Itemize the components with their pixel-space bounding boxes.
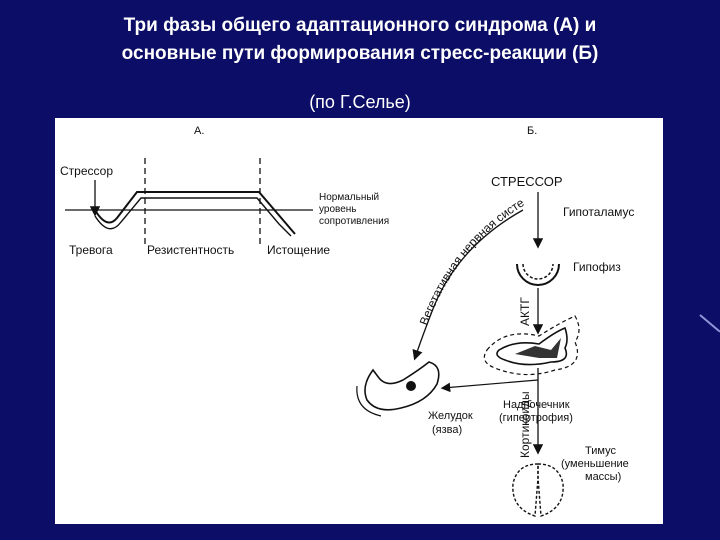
phase-alarm-label: Тревога bbox=[69, 243, 113, 257]
resistance-curve-inner bbox=[94, 197, 292, 237]
resistance-curve-outer bbox=[94, 191, 296, 235]
pituitary-label: Гипофиз bbox=[573, 260, 621, 274]
stressor-label-a: Стрессор bbox=[60, 164, 113, 178]
corticoids-label: Кортикоиды bbox=[518, 391, 532, 458]
slide-title: Три фазы общего адаптационного синдрома … bbox=[0, 12, 720, 68]
adrenal-gland bbox=[483, 315, 580, 376]
corner-accent-line bbox=[699, 314, 720, 333]
adrenal-label-1: Надпочечник bbox=[503, 399, 570, 411]
stressor-label-b: СТРЕССОР bbox=[491, 174, 563, 189]
thymus-label-1: Тимус bbox=[585, 445, 616, 457]
corticoids-to-stomach-arrow bbox=[440, 379, 539, 393]
autonomic-ns-arrow bbox=[412, 209, 524, 361]
phase-exhaustion-label: Истощение bbox=[267, 243, 330, 257]
slide-subtitle: (по Г.Селье) bbox=[309, 92, 411, 112]
selye-diagram: А. Стрессор Нормальный уровень сопротивл… bbox=[55, 118, 634, 517]
panel-b-label: Б. bbox=[527, 125, 537, 137]
panel-b: Б. СТРЕССОР Гипоталамус Гипофиз Надпочеч… bbox=[55, 118, 634, 517]
diagram-panel: А. Стрессор Нормальный уровень сопротивл… bbox=[55, 118, 663, 524]
pituitary-gland bbox=[516, 263, 560, 286]
stomach-label-2: (язва) bbox=[432, 424, 462, 436]
slide-title-line-1: Три фазы общего адаптационного синдрома … bbox=[123, 15, 597, 36]
panel-a: А. Стрессор Нормальный уровень сопротивл… bbox=[60, 125, 389, 257]
slide-title-line-2: основные пути формирования стресс-реакци… bbox=[121, 43, 599, 64]
thymus-label-3: массы) bbox=[585, 471, 621, 483]
stomach-ulcer bbox=[406, 381, 416, 391]
panel-a-label: А. bbox=[194, 125, 204, 137]
stomach bbox=[356, 361, 440, 417]
thymus-gland bbox=[512, 463, 564, 517]
adrenal-label-2: (гипертрофия) bbox=[499, 412, 573, 424]
normal-level-label-1: Нормальный bbox=[319, 192, 379, 203]
acth-label: АКТГ bbox=[518, 297, 532, 326]
phase-resistance-label: Резистентность bbox=[147, 243, 234, 257]
normal-level-label-3: сопротивления bbox=[319, 216, 389, 227]
thymus-label-2: (уменьшение bbox=[561, 458, 629, 470]
normal-level-label-2: уровень bbox=[319, 204, 357, 215]
stomach-label-1: Желудок bbox=[428, 410, 473, 422]
autonomic-ns-label: Вегетативная нервная система bbox=[55, 118, 527, 327]
hypothalamus-label: Гипоталамус bbox=[563, 205, 634, 219]
